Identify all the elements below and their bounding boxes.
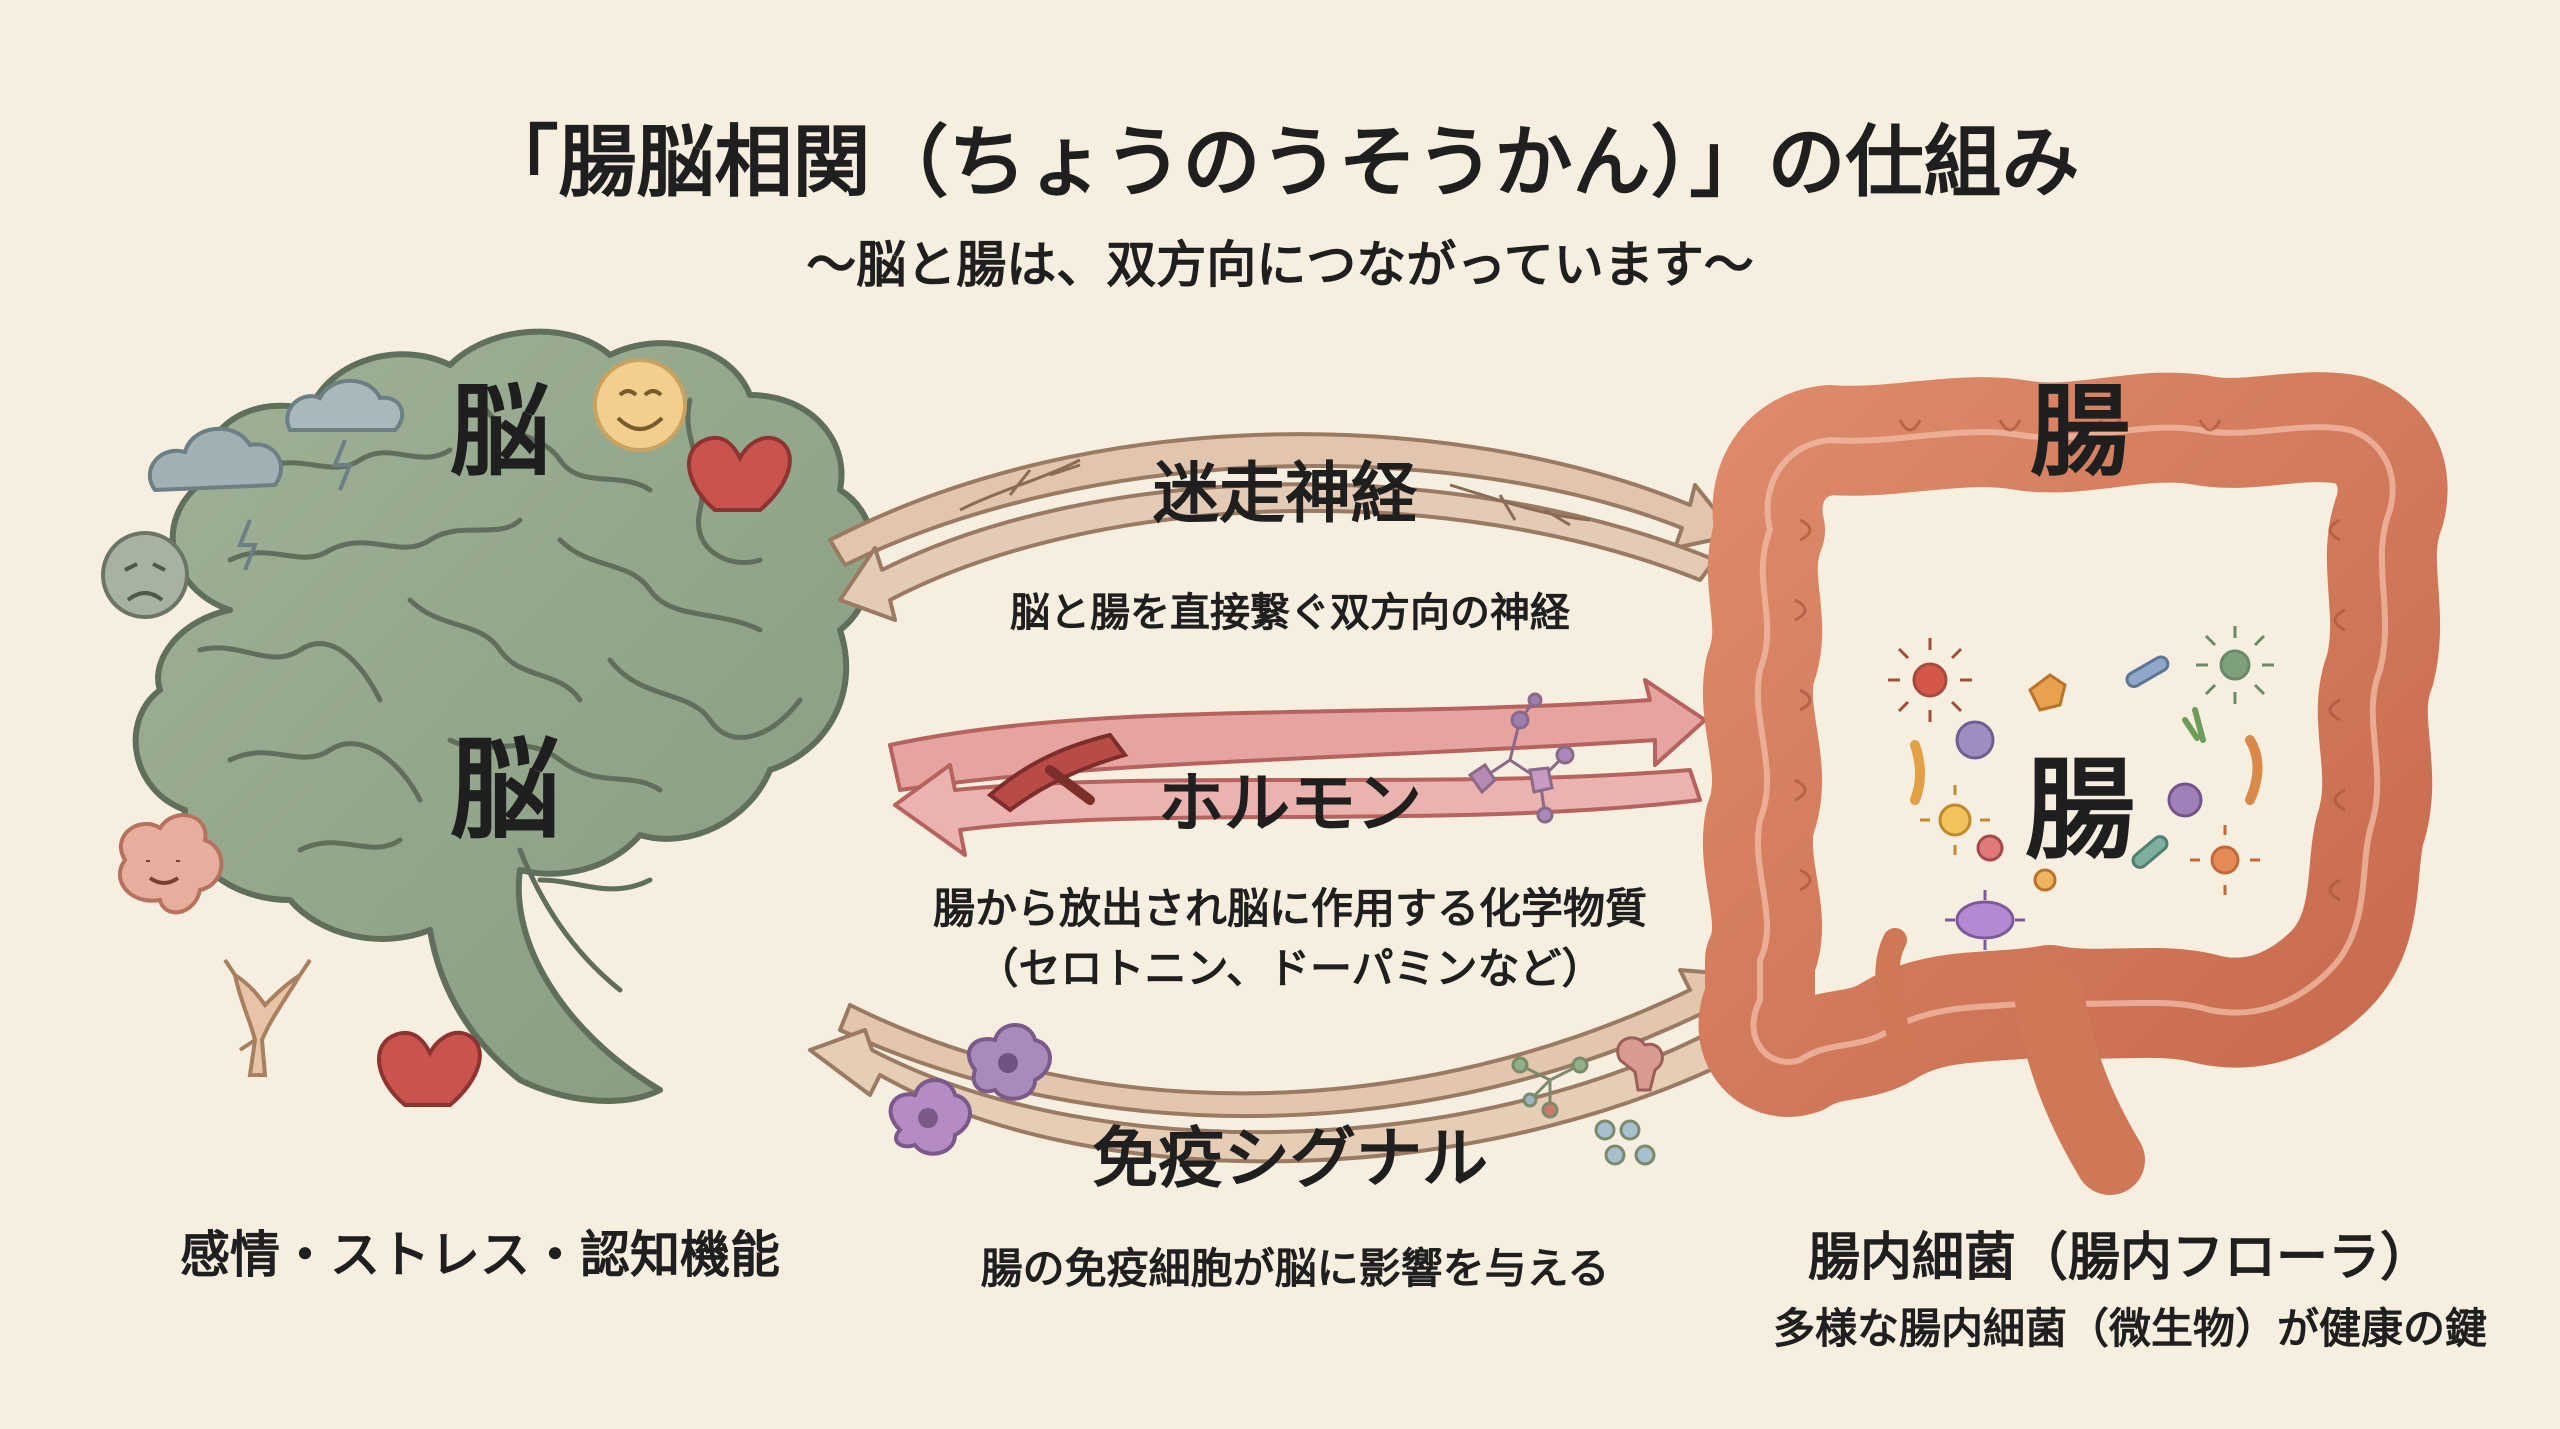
brain-illustration [132, 328, 877, 1104]
vagus-nerve-label: 迷走神経 [1153, 455, 1417, 532]
molecule-icon [1467, 692, 1575, 824]
sad-face-icon [101, 531, 189, 619]
gut-heading: 腸 [2030, 373, 2130, 490]
vagus-nerve-description: 脳と腸を直接繋ぐ双方向の神経 [1010, 590, 1570, 636]
hormone-description: 腸から放出され脳に作用する化学物質 [932, 884, 1648, 933]
flower-face-icon [118, 813, 224, 915]
neuron-icon [223, 958, 312, 1077]
blood-vessel-icon [986, 732, 1129, 813]
smiley-face-icon [593, 358, 687, 452]
page-title: 「腸脳相関（ちょうのうそうかん）」の仕組み [480, 118, 2080, 208]
immune-cell-icon [888, 1023, 1052, 1156]
hormone-arrow [888, 678, 1707, 857]
immune-signal-label: 免疫シグナル [1092, 1120, 1488, 1197]
brain-caption: 感情・ストレス・認知機能 [180, 1226, 780, 1284]
heart-icon [377, 1031, 482, 1107]
immune-signal-description: 腸の免疫細胞が脳に影響を与える [980, 1244, 1610, 1293]
immune-signal-arrow [808, 968, 1772, 1166]
page-subtitle: 〜脳と腸は、双方向につながっています〜 [806, 236, 1754, 294]
gut-subcaption: 多様な腸内細菌（微生物）が健康の鍵 [1772, 1304, 2488, 1353]
brain-heading: 脳 [450, 373, 550, 490]
gut-flora-icons [1888, 626, 2274, 950]
intestine-illustration [1698, 372, 2448, 1195]
hormone-examples: （セロトニン、ドーパミンなど） [976, 944, 1604, 993]
gut-caption: 腸内細菌（腸内フローラ） [1807, 1228, 2433, 1288]
hormone-label: ホルモン [1158, 765, 1422, 842]
gut-label: 腸 [2025, 746, 2135, 874]
brain-label: 脳 [450, 726, 560, 854]
heart-icon [687, 436, 792, 512]
cloud-icon [147, 378, 405, 571]
signal-molecule-icon [1511, 1036, 1664, 1166]
